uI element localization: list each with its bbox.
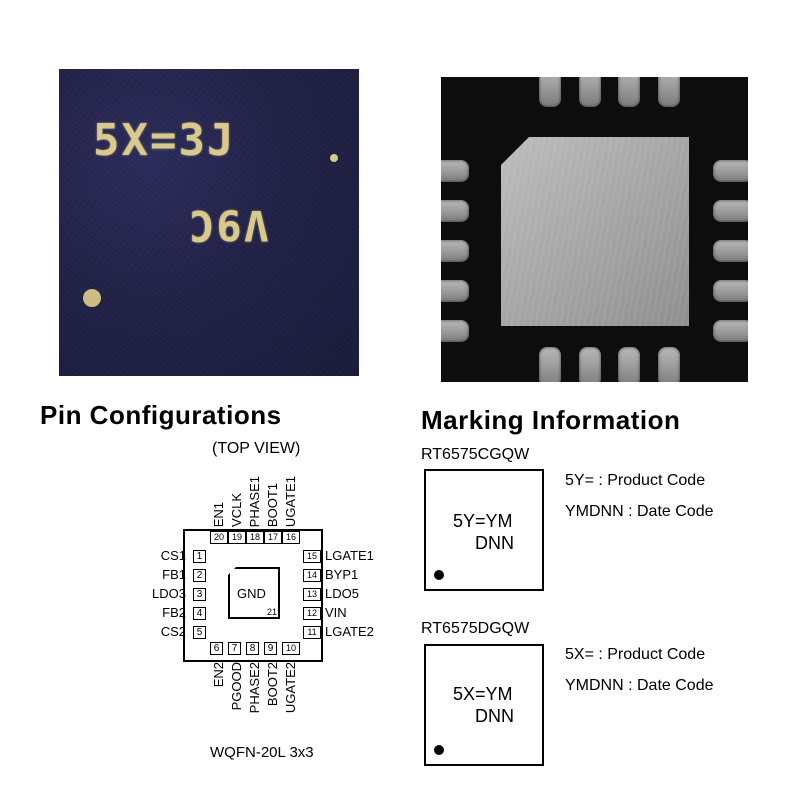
photo-pad-right-0 bbox=[713, 160, 748, 182]
marking-box-c-pin1-dot bbox=[434, 570, 444, 580]
pin-11-label: LGATE2 bbox=[325, 624, 374, 639]
pin-2-number: 2 bbox=[193, 569, 206, 582]
pin-1-number: 1 bbox=[193, 550, 206, 563]
pin-configurations-title: Pin Configurations bbox=[40, 400, 282, 430]
photo-pad-right-2 bbox=[713, 240, 748, 262]
pin-8-label: PHASE2 bbox=[247, 662, 262, 714]
pin-14-number: 14 bbox=[303, 569, 321, 582]
package-outline bbox=[183, 529, 323, 662]
marking-box-d-pin1-dot bbox=[434, 745, 444, 755]
photo-pad-top-3 bbox=[658, 77, 680, 107]
pin-3-label: LDO3 bbox=[152, 586, 186, 601]
part-number-d: RT6575DGQW bbox=[421, 620, 530, 637]
package-name: WQFN-20L 3x3 bbox=[210, 744, 314, 761]
chip-marking-line-2: V9C bbox=[187, 201, 269, 250]
pin-7-number: 7 bbox=[228, 642, 241, 655]
pin-15-number: 15 bbox=[303, 550, 321, 563]
photo-pad-left-2 bbox=[441, 240, 469, 262]
pin-19-number: 19 bbox=[228, 531, 246, 544]
pin-16-label: UGATE1 bbox=[283, 475, 298, 527]
photo-pad-right-4 bbox=[713, 320, 748, 342]
marking-dot bbox=[330, 154, 338, 162]
marking-box-d-line1: 5X=YM bbox=[453, 684, 513, 704]
legend-c-product-code: 5Y= : Product Code bbox=[565, 472, 706, 489]
pin-13-label: LDO5 bbox=[325, 586, 359, 601]
pin-16-number: 16 bbox=[282, 531, 300, 544]
pin-2-label: FB1 bbox=[162, 567, 186, 582]
chip-top-photo: 5X=3J V9C bbox=[59, 69, 359, 376]
photo-pad-left-4 bbox=[441, 320, 469, 342]
pin-5-number: 5 bbox=[193, 626, 206, 639]
exposed-thermal-pad bbox=[501, 137, 689, 326]
pin-20-label: EN1 bbox=[211, 501, 226, 527]
pin-3-number: 3 bbox=[193, 588, 206, 601]
pin-10-label: UGATE2 bbox=[283, 662, 298, 714]
pin-6-number: 6 bbox=[210, 642, 223, 655]
photo-pad-bottom-2 bbox=[618, 347, 640, 382]
photo-pad-bottom-0 bbox=[539, 347, 561, 382]
pin-18-label: PHASE1 bbox=[247, 475, 262, 527]
chip-marking-line-1: 5X=3J bbox=[93, 115, 236, 166]
photo-pad-right-1 bbox=[713, 200, 748, 222]
photo-pad-bottom-1 bbox=[579, 347, 601, 382]
top-view-label: (TOP VIEW) bbox=[212, 440, 301, 457]
pin-17-label: BOOT1 bbox=[265, 482, 280, 527]
pin-14-label: BYP1 bbox=[325, 567, 359, 582]
pin-13-number: 13 bbox=[303, 588, 321, 601]
pin-7-label: PGOOD bbox=[229, 662, 244, 711]
photo-pad-top-1 bbox=[579, 77, 601, 107]
marking-box-d: 5X=YM DNN bbox=[424, 644, 544, 766]
pin-17-number: 17 bbox=[264, 531, 282, 544]
pin-19-label: VCLK bbox=[229, 493, 244, 527]
photo-pad-left-0 bbox=[441, 160, 469, 182]
gnd-pad-pin-number: 21 bbox=[267, 607, 278, 617]
legend-c-date-code: YMDNN : Date Code bbox=[565, 503, 714, 520]
pin-10-number: 10 bbox=[282, 642, 300, 655]
marking-box-c-line2: DNN bbox=[475, 533, 514, 553]
pin-12-number: 12 bbox=[303, 607, 321, 620]
part-number-c: RT6575CGQW bbox=[421, 446, 530, 463]
photo-texture bbox=[59, 69, 359, 376]
pin-9-label: BOOT2 bbox=[265, 662, 280, 707]
pin1-indicator-dot bbox=[83, 289, 101, 307]
pin-11-number: 11 bbox=[303, 626, 321, 639]
pin-15-label: LGATE1 bbox=[325, 548, 374, 563]
pin-4-number: 4 bbox=[193, 607, 206, 620]
photo-pad-top-0 bbox=[539, 77, 561, 107]
photo-pad-right-3 bbox=[713, 280, 748, 302]
pin-20-number: 20 bbox=[210, 531, 228, 544]
photo-pad-bottom-3 bbox=[658, 347, 680, 382]
pin-5-label: CS2 bbox=[160, 624, 186, 639]
chip-bottom-photo bbox=[441, 77, 748, 382]
marking-box-d-line2: DNN bbox=[475, 706, 514, 726]
legend-d-product-code: 5X= : Product Code bbox=[565, 646, 706, 663]
pin-18-number: 18 bbox=[246, 531, 264, 544]
photo-pad-top-2 bbox=[618, 77, 640, 107]
pin-9-number: 9 bbox=[264, 642, 277, 655]
legend-d-date-code: YMDNN : Date Code bbox=[565, 677, 714, 694]
gnd-pad-label: GND bbox=[237, 586, 266, 601]
pin-12-label: VIN bbox=[325, 605, 347, 620]
photo-pad-left-3 bbox=[441, 280, 469, 302]
gnd-exposed-pad bbox=[228, 567, 280, 619]
marking-box-c: 5Y=YM DNN bbox=[424, 469, 544, 591]
marking-box-c-line1: 5Y=YM bbox=[453, 511, 513, 531]
pin-6-label: EN2 bbox=[211, 662, 226, 688]
pin-8-number: 8 bbox=[246, 642, 259, 655]
pin-4-label: FB2 bbox=[162, 605, 186, 620]
photo-pad-left-1 bbox=[441, 200, 469, 222]
pin-1-label: CS1 bbox=[160, 548, 186, 563]
marking-information-title: Marking Information bbox=[421, 405, 681, 435]
